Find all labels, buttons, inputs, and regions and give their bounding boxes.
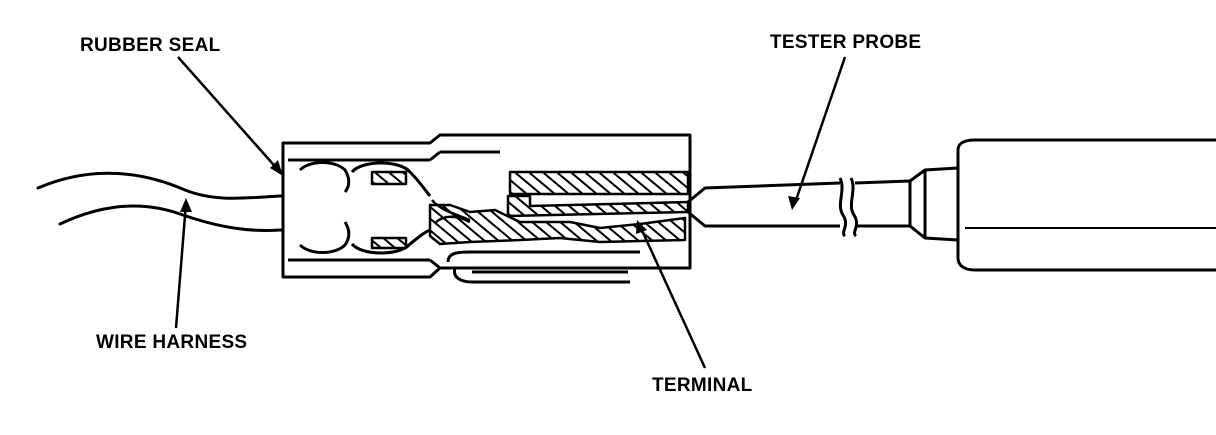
tester-probe-arrowhead: [788, 196, 800, 210]
wire-harness-leader: [174, 202, 188, 329]
leader-arrowheads: [180, 160, 800, 234]
rubber-seal-arrowhead: [270, 160, 283, 176]
terminal-arrowhead: [636, 220, 647, 234]
leader-lines: [174, 56, 847, 369]
terminal-leader: [638, 225, 707, 369]
tester-probe: [687, 138, 1216, 272]
label-wire-harness: WIRE HARNESS: [96, 332, 247, 353]
terminal: [370, 170, 690, 250]
wire-harness-arrowhead: [180, 198, 192, 212]
label-rubber-seal: RUBBER SEAL: [80, 35, 221, 56]
label-tester-probe: TESTER PROBE: [770, 32, 921, 53]
tester-probe-leader: [793, 56, 847, 204]
rubber-seal-leader: [177, 56, 281, 173]
label-terminal: TERMINAL: [652, 375, 753, 396]
wire-harness: [36, 171, 432, 232]
